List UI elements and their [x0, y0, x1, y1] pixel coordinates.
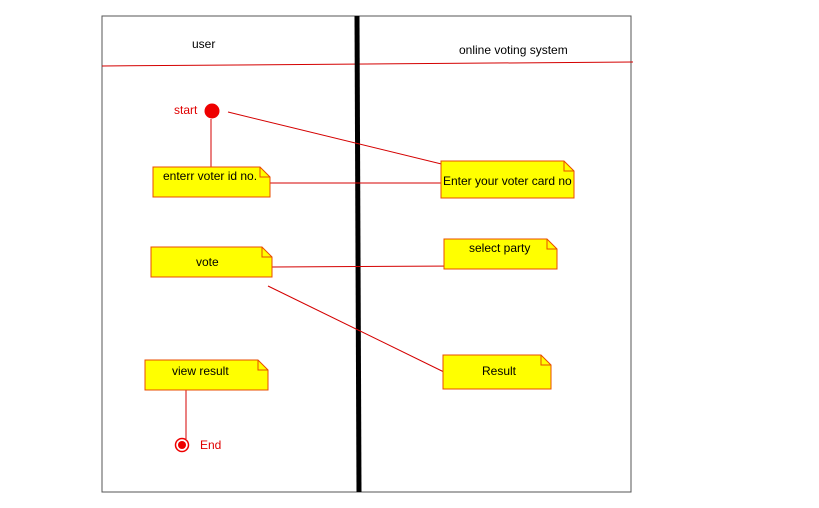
note-result: Result	[442, 354, 552, 390]
note-enter-voter-id: enterr voter id no.	[152, 166, 271, 198]
lane-header-separator	[101, 61, 634, 67]
end-node-outer	[174, 437, 190, 453]
lane-divider	[354, 15, 362, 493]
note-enter-voter-card: Enter your voter card no	[440, 160, 575, 199]
lane-title-user: user	[192, 37, 215, 51]
end-node-inner	[178, 441, 186, 449]
flow-vote-to-select-party	[271, 265, 462, 268]
start-label: start	[174, 103, 198, 117]
flow-start-to-voter-card	[227, 111, 467, 171]
note-enter-voter-card-text: Enter your voter card no	[443, 174, 572, 188]
start-node	[204, 103, 220, 119]
note-result-text: Result	[482, 364, 517, 378]
lane-title-online-voting-system: online voting system	[459, 43, 568, 57]
note-vote: vote	[150, 246, 273, 278]
note-select-party-text: select party	[469, 241, 530, 255]
note-select-party: select party	[443, 238, 558, 270]
note-view-result: view result	[144, 359, 269, 391]
note-enter-voter-id-text: enterr voter id no.	[163, 169, 257, 183]
note-view-result-text: view result	[172, 364, 229, 378]
swimlane-frame	[101, 15, 632, 493]
flow-vote-to-result	[267, 285, 447, 374]
note-vote-text: vote	[196, 255, 219, 269]
end-label: End	[200, 438, 221, 452]
